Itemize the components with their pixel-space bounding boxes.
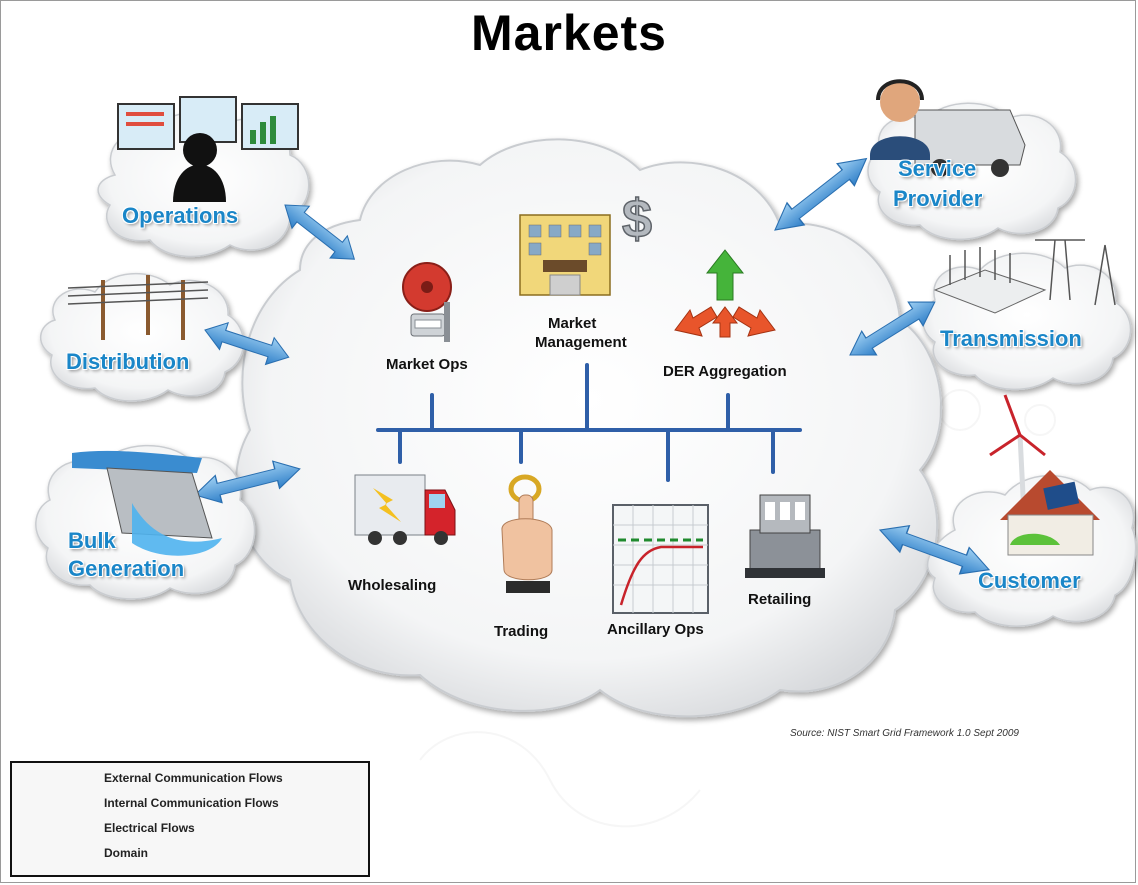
legend-row-internal: Internal Communication Flows <box>12 794 368 814</box>
page-title: Markets <box>471 5 667 61</box>
legend: External Communication Flows Internal Co… <box>10 761 370 877</box>
market-building-icon: $ <box>519 188 653 296</box>
der-aggregation-label: DER Aggregation <box>663 363 787 380</box>
service-label: Service <box>898 156 977 181</box>
transmission-label: Transmission <box>940 326 1082 351</box>
legend-external-label: External Communication Flows <box>104 771 283 785</box>
transmission-cloud <box>922 252 1132 390</box>
market-ops-label: Market Ops <box>386 356 468 373</box>
internal-communication-bus <box>376 363 802 482</box>
watermark-decoration <box>419 389 1056 828</box>
distribution-label: Distribution <box>66 349 190 374</box>
house-wind-turbine-icon <box>989 394 1100 556</box>
technician-truck-icon <box>870 79 1026 177</box>
operations-label: Operations <box>122 203 239 228</box>
aggregation-arrows-icon <box>674 249 776 338</box>
trading-label: Trading <box>494 623 549 640</box>
power-poles-icon <box>67 275 209 340</box>
svg-text:$: $ <box>622 189 652 249</box>
management-label: Management <box>535 334 627 351</box>
dam-icon <box>72 450 222 556</box>
chart-screen-icon <box>612 504 709 614</box>
legend-row-domain: Domain <box>12 844 368 864</box>
source-citation: Source: NIST Smart Grid Framework 1.0 Se… <box>790 728 1019 739</box>
legend-domain-label: Domain <box>104 846 149 860</box>
legend-row-electrical: Electrical Flows <box>12 819 368 839</box>
wholesaling-label: Wholesaling <box>348 577 437 594</box>
customer-label: Customer <box>978 568 1081 593</box>
substation-icon <box>933 239 1116 314</box>
ancillary-ops-label: Ancillary Ops <box>607 621 704 638</box>
operator-monitors-icon <box>117 96 299 202</box>
bulk-label: Bulk <box>68 528 116 553</box>
provider-label: Provider <box>893 186 983 211</box>
alarm-bell-icon <box>402 262 452 342</box>
generation-label: Generation <box>68 556 185 581</box>
market-label: Market <box>548 315 597 332</box>
legend-electrical-label: Electrical Flows <box>104 821 195 835</box>
truck-icon <box>354 474 456 545</box>
legend-internal-label: Internal Communication Flows <box>104 796 279 810</box>
legend-row-external: External Communication Flows <box>12 769 368 789</box>
retailing-label: Retailing <box>748 591 812 608</box>
cash-register-icon <box>745 494 825 578</box>
distribution-cloud <box>40 273 245 402</box>
hand-coin-icon <box>501 474 553 593</box>
